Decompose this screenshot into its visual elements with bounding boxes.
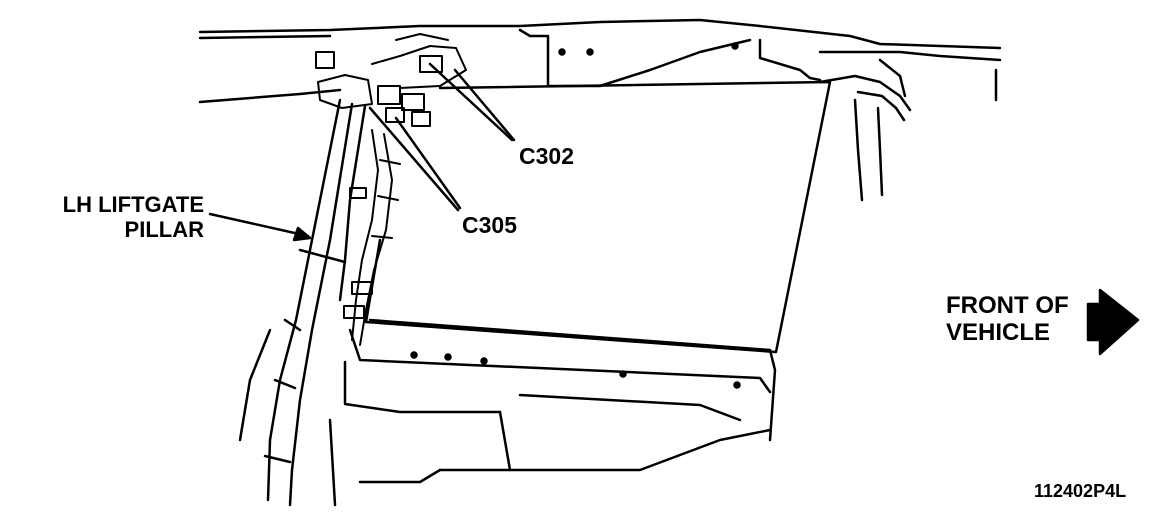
callout-pillar-line2: PILLAR [124,217,204,242]
side-trim-panel [343,42,777,484]
callout-c305: C305 [462,212,517,238]
leader-c305-b [394,116,462,210]
callout-leaders [208,62,516,242]
liftgate-pillar [238,98,367,507]
window-glass [364,80,832,354]
callout-c302: C302 [519,143,574,169]
callout-pillar-line1: LH LIFTGATE [62,192,204,217]
front-line1: FRONT OF [946,292,1069,319]
leader-pillar-arrowhead [292,226,312,242]
leader-pillar [208,212,310,238]
front-line2: VEHICLE [946,319,1051,346]
leader-c305-a [368,106,460,212]
figure-code: 112402P4L [1034,481,1127,501]
connector-cluster [315,33,467,127]
front-of-vehicle-label: FRONT OF VEHICLE [946,292,1069,346]
roof-panel [198,18,1002,104]
right-arrow-icon [1086,288,1140,356]
callout-lh-liftgate-pillar: LH LIFTGATE PILLAR [28,192,204,242]
leader-c302-b [453,68,516,142]
rear-quarter-pillar [818,74,912,202]
wiring-harness [343,129,401,346]
leader-c302-a [428,62,514,142]
